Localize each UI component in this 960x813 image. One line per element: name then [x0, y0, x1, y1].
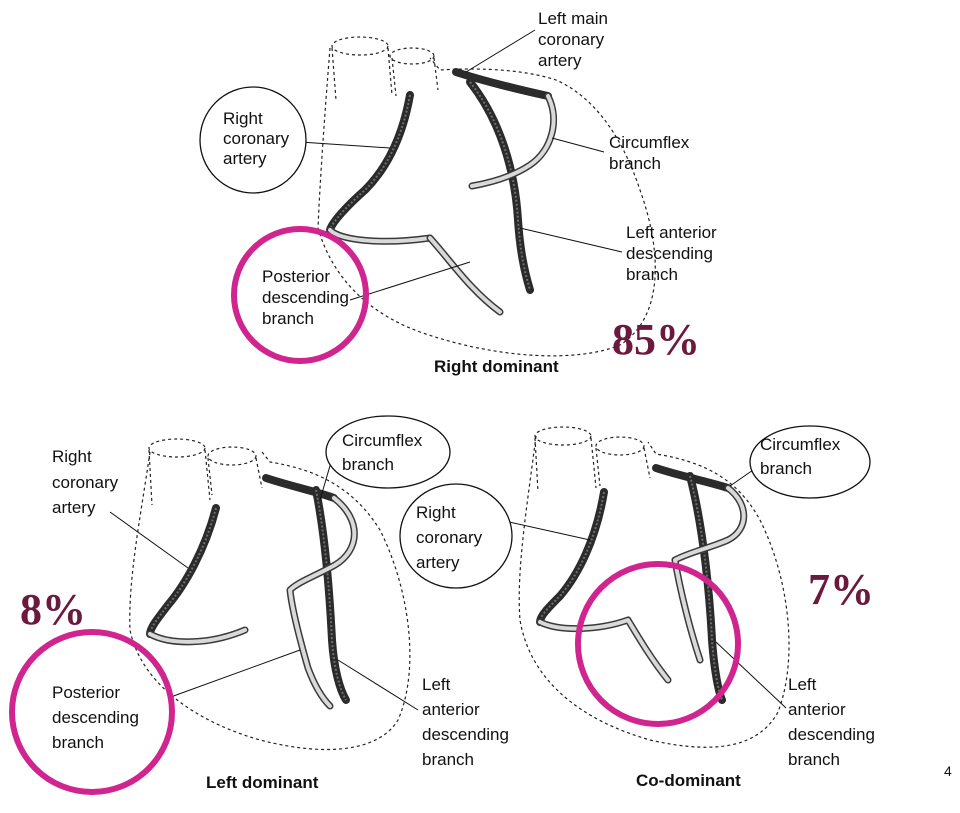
aorta-body: [534, 437, 597, 493]
pulmonary-body: [595, 447, 651, 487]
aorta-body: [148, 449, 211, 506]
panel-right-dominant: Right coronary artery Left main coronary…: [199, 9, 721, 376]
leader-pda: [349, 261, 471, 301]
circumflex-vessel-texture: [470, 94, 556, 188]
lad-label: Left anterior descending branch: [626, 223, 721, 284]
left-main-label: Left main coronary artery: [538, 9, 613, 70]
pda-label: Posterior descending branch: [262, 267, 354, 328]
right-dominant-title: Right dominant: [434, 357, 559, 376]
lad-label: Left anterior descending branch: [422, 675, 514, 769]
circumflex-label: Circumflex branch: [609, 133, 694, 173]
pulmonary-top: [207, 446, 257, 466]
pulmonary-top: [389, 47, 435, 65]
heart-outline: [317, 47, 656, 357]
co-dominant-title: Co-dominant: [636, 771, 741, 790]
pda-highlight-ring: [231, 226, 369, 364]
left-dominant-title: Left dominant: [206, 773, 319, 792]
left-main-vessel: [452, 68, 552, 100]
lad-vessel-texture: [469, 81, 531, 291]
leader-pda: [167, 649, 301, 699]
leader-left-main: [465, 29, 536, 73]
panel-co-dominant: Right coronary artery Circumflex branch …: [399, 425, 880, 790]
heart-outline: [518, 435, 790, 748]
lad-vessel: [312, 486, 350, 704]
rca-vessel: [326, 91, 414, 234]
pda-label: Posterior descending branch: [52, 683, 144, 752]
lad-vessel-texture: [689, 475, 723, 701]
left-dominant-percent: 8%: [20, 585, 86, 634]
aorta-top: [331, 36, 389, 56]
rca-label: Right coronary artery: [416, 503, 487, 572]
lad-label: Left anterior descending branch: [788, 675, 880, 769]
aorta-top: [148, 438, 206, 458]
circumflex-label: Circumflex branch: [760, 435, 845, 478]
lad-vessel-texture: [315, 489, 347, 701]
leader-lad: [715, 641, 787, 709]
rca-posterior-texture: [538, 618, 670, 682]
rca-label-bubble: [199, 86, 307, 194]
pda-vessel-texture: [428, 236, 502, 314]
left-main-vessel: [262, 474, 338, 502]
pulmonary-top: [595, 436, 645, 456]
aorta-top: [534, 426, 592, 446]
panel-left-dominant: Right coronary artery Circumflex branch …: [9, 415, 514, 795]
leader-rca: [499, 519, 591, 541]
co-dominant-percent: 7%: [808, 565, 874, 614]
rca-distal-texture: [148, 628, 247, 644]
pulmonary-body: [207, 457, 263, 496]
rca-vessel: [536, 488, 608, 626]
pda-highlight-ring: [575, 561, 741, 727]
leader-rca: [109, 511, 189, 569]
circumflex-label: Circumflex branch: [342, 431, 427, 474]
rca-label: Right coronary artery: [52, 447, 123, 517]
leader-circumflex: [551, 137, 605, 153]
pda-highlight-ring: [9, 629, 175, 795]
rca-posterior-texture: [328, 228, 432, 244]
leader-lad: [519, 227, 623, 253]
circumflex-label-bubble: [325, 415, 451, 489]
rca-vessel-texture: [329, 94, 411, 231]
right-dominant-percent: 85%: [612, 315, 700, 364]
leader-lad: [337, 659, 419, 711]
circumflex-label-bubble: [749, 425, 871, 499]
pulmonary-body: [391, 57, 439, 97]
rca-label-bubble: [399, 483, 513, 589]
aorta-body: [331, 47, 393, 101]
circumflex-vessel-texture: [673, 486, 746, 662]
leader-rca: [299, 141, 391, 149]
rca-vessel-texture: [149, 507, 217, 635]
rca-label: Right coronary artery: [223, 109, 294, 168]
circumflex-vessel-texture: [288, 496, 357, 708]
page-number: 4: [944, 763, 952, 779]
